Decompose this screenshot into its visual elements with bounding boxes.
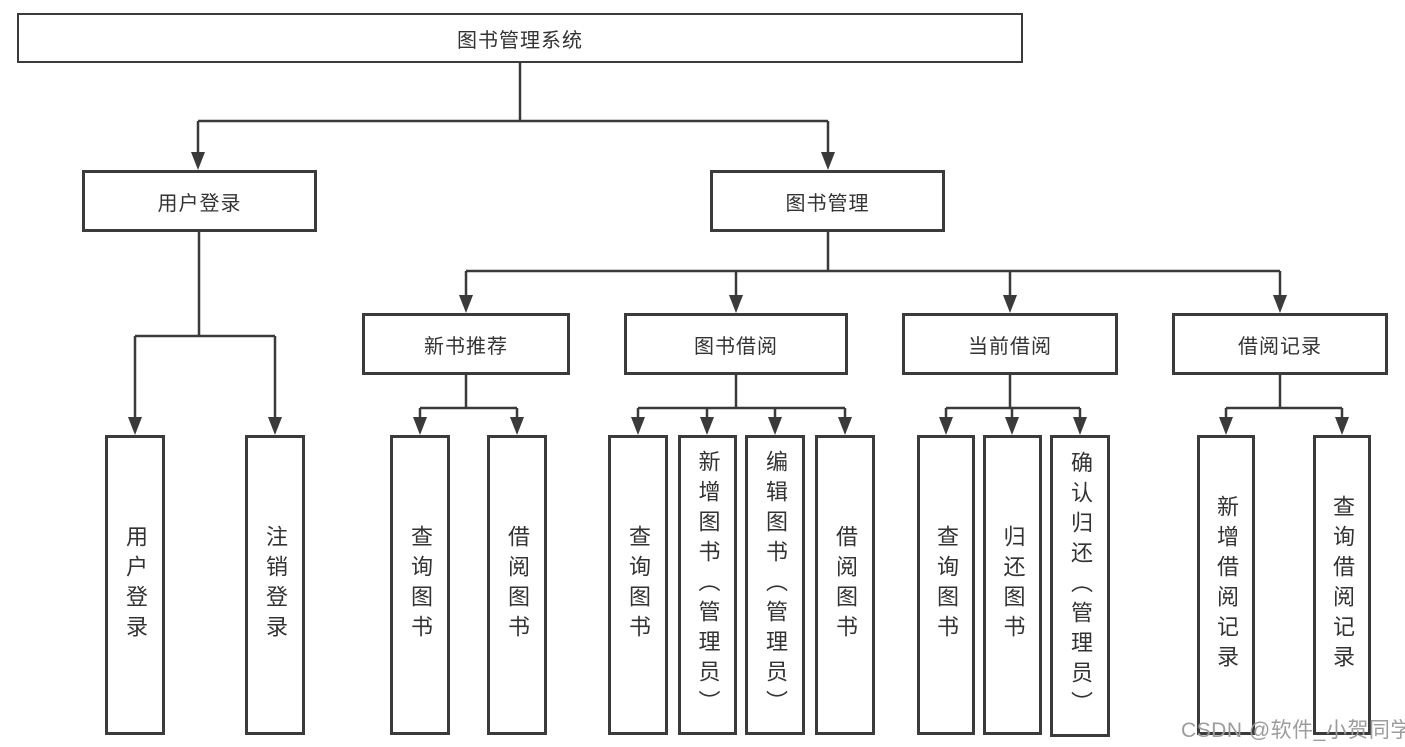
node-book-mgmt-label: 图书管理 (785, 192, 870, 215)
connector-book-mgmt-children (459, 232, 1287, 313)
leaf-bb-add-book-label: 新增图书（管理员） (695, 450, 721, 720)
leaf-bb-borrow-book-label: 借阅图书 (833, 525, 858, 645)
leaf-br-query-record: 查询借阅记录 (1313, 435, 1371, 735)
connector-user-login-children (128, 232, 282, 435)
leaf-bb-query-book: 查询图书 (608, 435, 668, 735)
leaf-rec-query-book-label: 查询图书 (408, 525, 433, 645)
leaf-cb-return-book-label: 归还图书 (1000, 525, 1026, 645)
leaf-bb-edit-book-label: 编辑图书（管理员） (763, 450, 788, 720)
leaf-logout-label: 注销登录 (263, 525, 288, 645)
leaf-bb-query-book-label: 查询图书 (626, 525, 651, 645)
node-current-borrow-label: 当前借阅 (968, 335, 1052, 358)
leaf-rec-borrow-book-label: 借阅图书 (505, 525, 530, 645)
node-root: 图书管理系统 (17, 13, 1023, 63)
node-user-login-label: 用户登录 (157, 192, 242, 215)
leaf-cb-confirm-return: 确认归还（管理员） (1050, 435, 1110, 737)
leaf-br-add-record-label: 新增借阅记录 (1214, 495, 1239, 675)
connector-current-borrow-children (939, 375, 1087, 435)
leaf-cb-query-book: 查询图书 (917, 435, 975, 735)
leaf-cb-query-book-label: 查询图书 (934, 525, 959, 645)
csdn-watermark: CSDN @软件_小贺同学 (1181, 719, 1405, 742)
leaf-user-login-label: 用户登录 (123, 525, 148, 645)
leaf-user-login: 用户登录 (105, 435, 165, 735)
leaf-cb-return-book: 归还图书 (983, 435, 1042, 735)
node-book-mgmt: 图书管理 (710, 170, 945, 232)
node-book-borrow: 图书借阅 (624, 313, 848, 375)
node-user-login: 用户登录 (82, 170, 317, 232)
leaf-br-query-record-label: 查询借阅记录 (1330, 495, 1355, 675)
leaf-br-add-record: 新增借阅记录 (1197, 435, 1255, 735)
node-current-borrow: 当前借阅 (902, 313, 1118, 375)
node-borrow-record-label: 借阅记录 (1238, 335, 1322, 358)
connector-book-borrow-children (631, 375, 852, 435)
node-borrow-record: 借阅记录 (1172, 313, 1388, 375)
leaf-rec-borrow-book: 借阅图书 (487, 435, 547, 735)
node-book-borrow-label: 图书借阅 (694, 335, 778, 358)
connector-root-to-level2 (191, 63, 835, 170)
node-root-label: 图书管理系统 (457, 29, 583, 52)
leaf-bb-edit-book: 编辑图书（管理员） (745, 435, 805, 735)
leaf-bb-add-book: 新增图书（管理员） (678, 435, 737, 735)
leaf-cb-confirm-return-label: 确认归还（管理员） (1068, 451, 1093, 721)
leaf-bb-borrow-book: 借阅图书 (815, 435, 875, 735)
connector-borrow-record-children (1219, 375, 1349, 435)
node-new-book-rec: 新书推荐 (362, 313, 570, 375)
leaf-rec-query-book: 查询图书 (390, 435, 450, 735)
node-new-book-rec-label: 新书推荐 (424, 335, 508, 358)
connector-new-book-children (413, 375, 524, 435)
leaf-logout: 注销登录 (245, 435, 305, 735)
